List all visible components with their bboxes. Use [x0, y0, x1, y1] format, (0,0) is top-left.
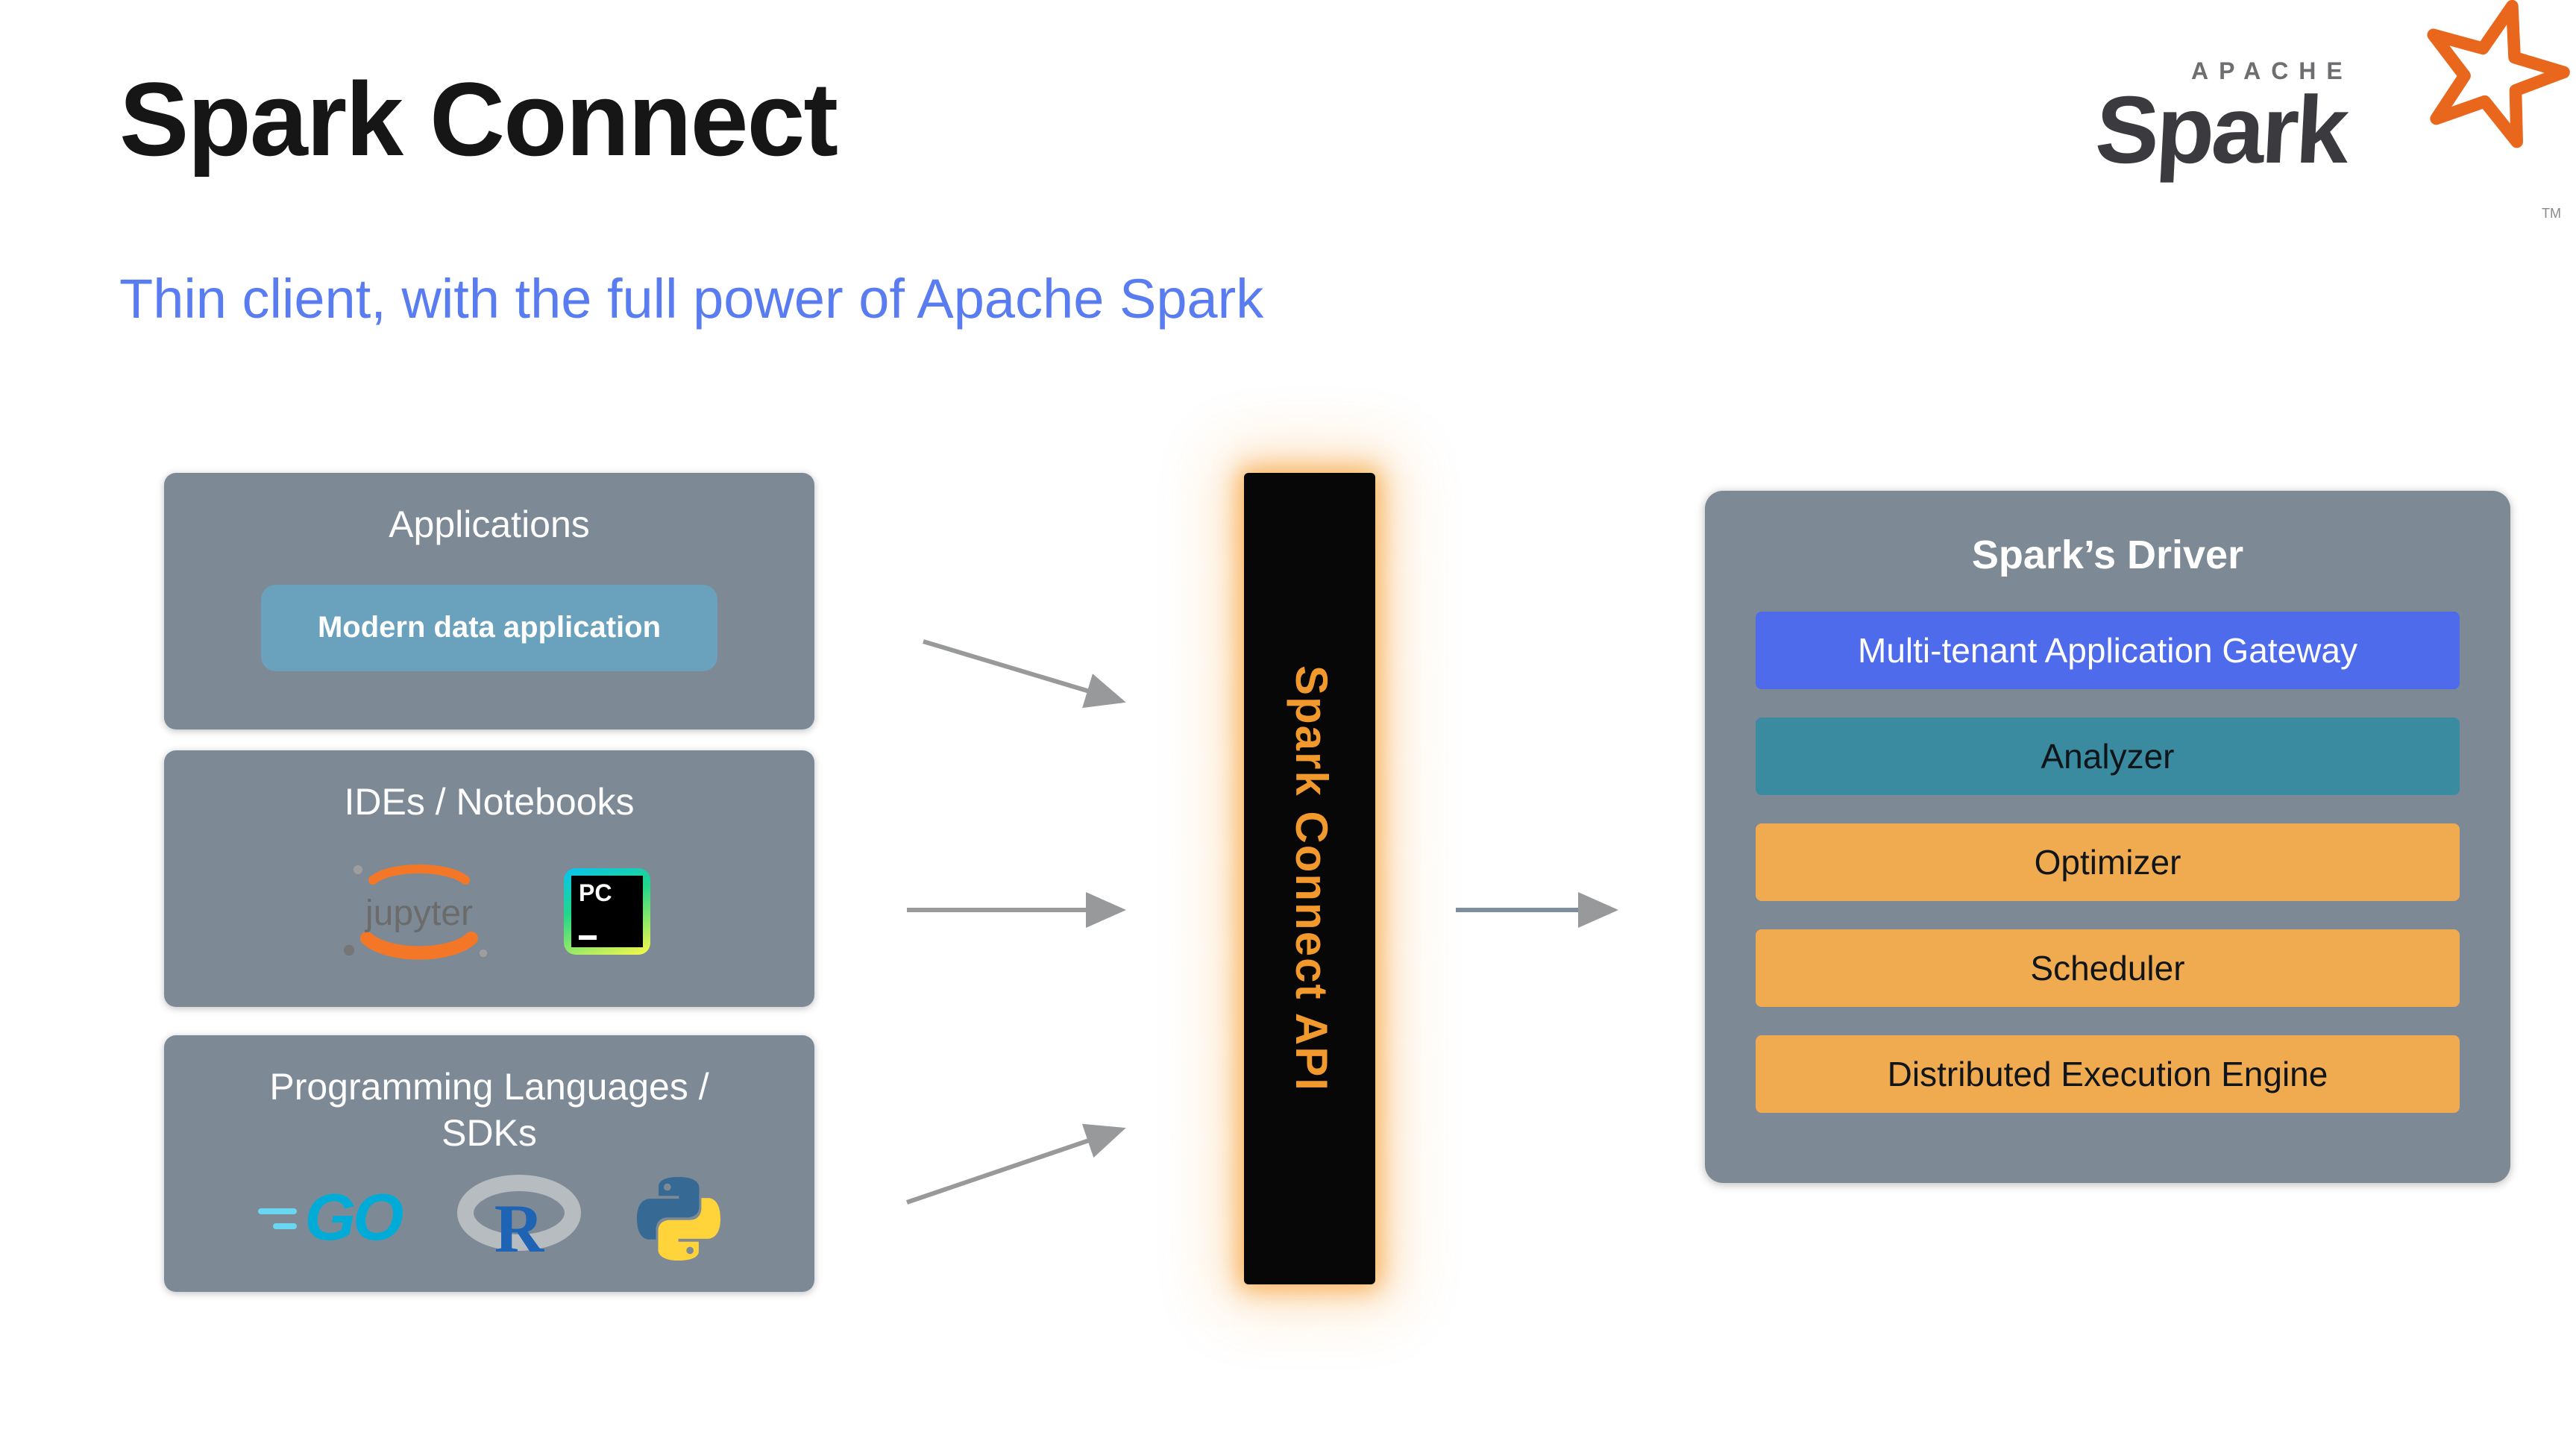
go-icon: GO: [258, 1181, 404, 1257]
jupyter-icon: jupyter: [343, 864, 488, 959]
spark-connect-api-label: Spark Connect API: [1286, 665, 1335, 1092]
python-icon: [636, 1177, 720, 1261]
spark-star-icon: [2427, 0, 2570, 148]
trademark-label: TM: [2542, 206, 2561, 221]
driver-row: Multi-tenant Application Gateway: [1756, 612, 2460, 689]
go-label: GO: [304, 1181, 404, 1255]
spark-driver-title: Spark’s Driver: [1971, 533, 2244, 577]
page-subtitle: Thin client, with the full power of Apac…: [119, 269, 1264, 330]
apache-spark-logo: APACHE Spark TM: [2093, 0, 2570, 248]
pycharm-label: PC: [579, 881, 612, 907]
apache-wordmark: APACHE: [2191, 60, 2353, 85]
modern-data-application-chip: Modern data application: [261, 585, 717, 672]
spark-wordmark: Spark: [2093, 76, 2349, 183]
spark-driver-panel: Spark’s Driver Multi-tenant Application …: [1705, 491, 2510, 1183]
driver-row: Distributed Execution Engine: [1756, 1035, 2460, 1113]
spark-connect-api-bar: Spark Connect API: [1244, 473, 1375, 1284]
language-logos-row: GO R: [258, 1158, 720, 1292]
ide-logos-row: jupyter PC: [328, 827, 650, 1008]
svg-text:jupyter: jupyter: [364, 893, 473, 932]
languages-title: Programming Languages / SDKs: [269, 1067, 709, 1155]
svg-text:R: R: [494, 1191, 544, 1264]
page-title: Spark Connect: [119, 61, 838, 178]
pycharm-icon: PC: [564, 867, 650, 955]
driver-row: Scheduler: [1756, 929, 2460, 1007]
ides-notebooks-panel: IDEs / Notebooks jupyter PC: [164, 750, 814, 1007]
r-language-icon: R: [456, 1175, 581, 1264]
ides-notebooks-title: IDEs / Notebooks: [344, 782, 635, 823]
pycharm-underscore: [579, 935, 597, 940]
applications-title: Applications: [389, 504, 590, 546]
driver-row: Analyzer: [1756, 718, 2460, 795]
languages-panel: Programming Languages / SDKs GO R: [164, 1035, 814, 1292]
applications-panel: Applications Modern data application: [164, 473, 814, 729]
driver-row: Optimizer: [1756, 823, 2460, 901]
